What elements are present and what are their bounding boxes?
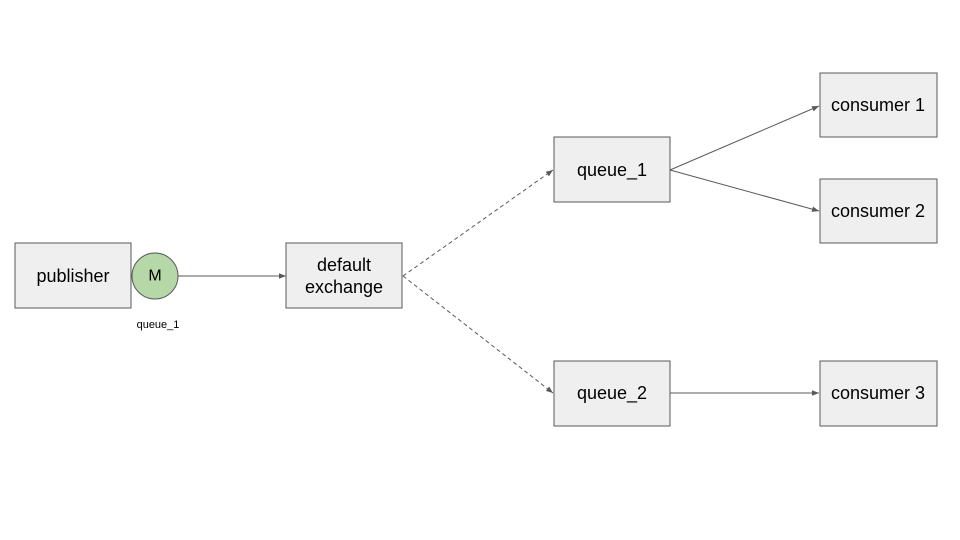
edge-exchange-to-queue-1	[402, 169, 554, 277]
edge-queue-1-to-consumer-2	[669, 169, 820, 212]
queue-1-node[interactable]: queue_1	[553, 136, 671, 203]
exchange-label-line-2: exchange	[305, 277, 383, 297]
edge-exchange-to-queue-2	[402, 275, 554, 394]
queue-1-label: queue_1	[577, 160, 647, 181]
message-label: M	[148, 268, 161, 285]
message-circle	[131, 252, 179, 300]
default-exchange-node[interactable]: default exchange	[285, 242, 403, 309]
consumer-3-label: consumer 3	[831, 383, 925, 403]
consumer-1-label: consumer 1	[831, 95, 925, 115]
routing-key-caption: queue_1	[137, 319, 180, 331]
publisher-node[interactable]: publisher	[14, 242, 132, 309]
consumer-1-node[interactable]: consumer 1	[819, 72, 938, 138]
consumer-3-node[interactable]: consumer 3	[819, 360, 938, 427]
queue-2-label: queue_2	[577, 383, 647, 404]
consumer-2-node[interactable]: consumer 2	[819, 178, 938, 244]
consumer-2-label: consumer 2	[831, 201, 925, 221]
publisher-label: publisher	[36, 266, 109, 286]
exchange-label-line-1: default	[317, 255, 371, 275]
message-node[interactable]: M	[131, 252, 179, 300]
queue-2-node[interactable]: queue_2	[553, 360, 671, 427]
edge-queue-1-to-consumer-1	[669, 105, 820, 171]
